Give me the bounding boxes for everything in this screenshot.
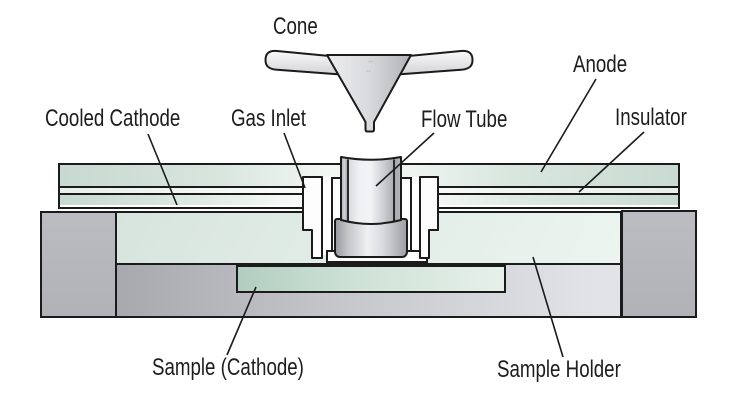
gas-inlet-pointer-line [283, 132, 306, 189]
gas-inlet-label: Gas Inlet [231, 105, 306, 132]
sample-holder-pointer-line [532, 256, 564, 358]
left-support-block [40, 211, 117, 318]
anode-plate-right [402, 165, 678, 188]
flow-tube-body [340, 156, 402, 225]
gas-inlet-piece-left [302, 176, 323, 259]
cone-body [326, 54, 412, 133]
cone-surface-marks [366, 60, 373, 72]
gas-inlet-piece-right [419, 176, 439, 259]
insulator-layer-left [60, 188, 340, 195]
anode-pointer-line [540, 78, 597, 173]
cone-right-wing [396, 49, 474, 76]
leader-lines [147, 78, 645, 358]
cone-label: Cone [273, 13, 318, 40]
cooled-cathode-pointer-line [147, 133, 178, 206]
flow-tube-pointer-line [375, 132, 435, 187]
cooled-cathode-right [402, 195, 678, 205]
sample-holder-label: Sample Holder [497, 356, 621, 383]
anode-plate-left [60, 165, 340, 188]
sample-cathode-label: Sample (Cathode) [152, 354, 304, 381]
cone-left-wing [264, 49, 342, 76]
insulator-pointer-line [578, 131, 645, 193]
anode-label: Anode [573, 51, 628, 78]
insulator-layer-right [402, 188, 678, 195]
right-plate-stack [400, 163, 680, 209]
cooled-cathode-label: Cooled Cathode [45, 105, 181, 132]
insulator-label: Insulator [615, 104, 687, 131]
right-support-block [621, 210, 697, 318]
sample-cathode-pointer-line [226, 286, 257, 356]
sample-cathode-bar [236, 265, 506, 293]
left-plate-stack [58, 163, 342, 209]
cooled-cathode-left [60, 195, 340, 205]
flow-tube-label: Flow Tube [421, 106, 508, 133]
